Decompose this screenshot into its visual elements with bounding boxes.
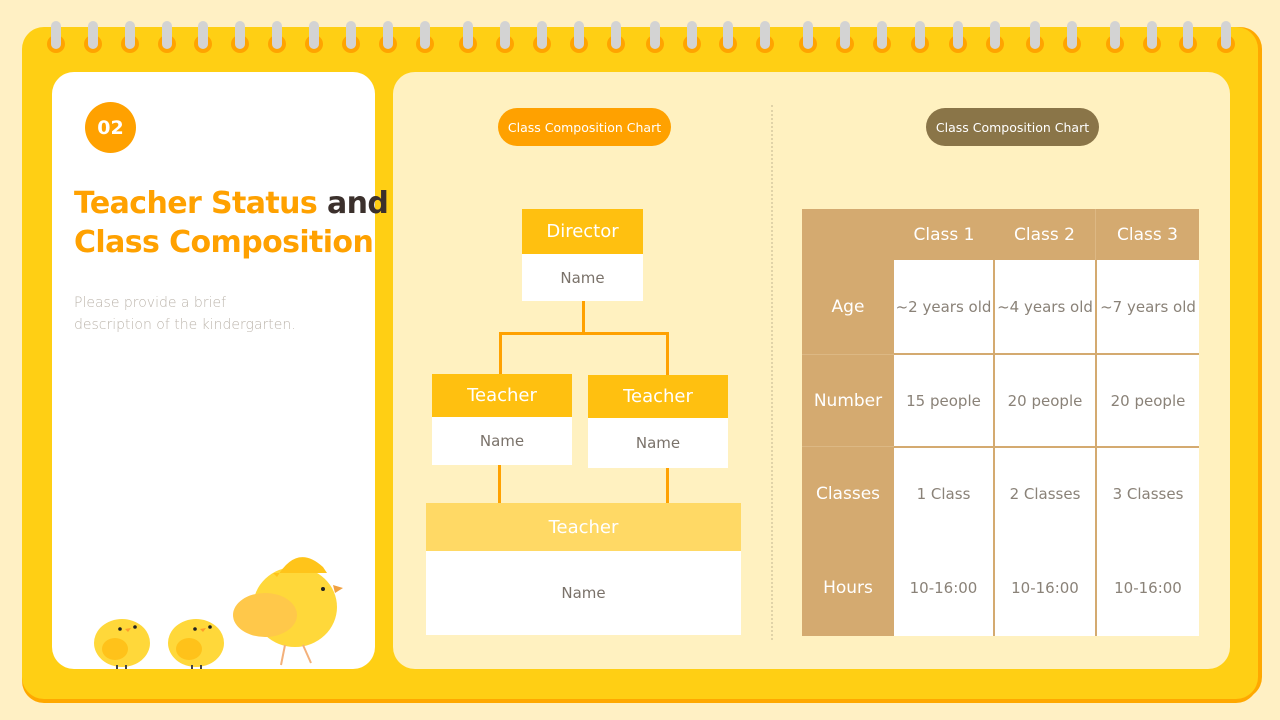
panel-divider [771,105,773,640]
spiral-ring-icon [1063,21,1081,55]
small-chick-icon-2 [168,619,224,669]
description-line-2: description of the kindergarten. [74,317,296,333]
teacher-left-box: Teacher Name [432,374,572,465]
class-composition-table: Class 1 Class 2 Class 3 Age Number Class… [802,209,1199,636]
spiral-ring-icon [1179,21,1197,55]
table-cell: 10-16:00 [995,540,1095,636]
connector-line [498,465,501,503]
table-cell: 10-16:00 [1097,540,1199,636]
row-header: Hours [823,578,873,598]
connector-line [499,332,502,374]
spiral-ring-icon [47,21,65,55]
spiral-ring-icon [496,21,514,55]
table-cell: 2 Classes [995,448,1095,540]
connector-line [666,467,669,503]
column-header: Class 1 [913,224,975,245]
small-chick-icon [94,619,150,669]
teacher-left-role: Teacher [432,374,572,417]
table-cell: ~4 years old [995,260,1095,353]
table-cell: 20 people [995,355,1095,446]
column-header: Class 3 [1095,209,1199,260]
teacher-bottom-name: Name [426,551,741,635]
teacher-right-role: Teacher [588,375,728,418]
spiral-ring-icon [949,21,967,55]
spiral-ring-icon [231,21,249,55]
spiral-ring-icon [719,21,737,55]
director-role: Director [522,209,643,254]
class-table-pill: Class Composition Chart [926,108,1099,146]
spiral-ring-icon [683,21,701,55]
table-cell: 3 Classes [1097,448,1199,540]
spiral-ring-icon [570,21,588,55]
teacher-right-name: Name [588,418,728,468]
teacher-bottom-role: Teacher [426,503,741,551]
spiral-ring-icon [194,21,212,55]
spiral-ring-icon [911,21,929,55]
section-number-badge: 02 [85,102,136,153]
spiral-ring-icon [379,21,397,55]
title-part-3: Class Composition [74,225,374,260]
table-cell: ~7 years old [1097,260,1199,353]
description: Please provide a brief description of th… [74,292,334,336]
teacher-left-name: Name [432,417,572,465]
title-part-1: Teacher Status [74,186,318,221]
table-cell: ~2 years old [894,260,993,353]
connector-line [666,332,669,376]
spiral-ring-icon [268,21,286,55]
row-header: Number [802,354,894,446]
director-box: Director Name [522,209,643,301]
spiral-ring-icon [533,21,551,55]
connector-line [499,332,669,335]
teacher-bottom-box: Teacher Name [426,503,741,635]
spiral-ring-icon [799,21,817,55]
table-cell: 10-16:00 [894,540,993,636]
spiral-ring-icon [1026,21,1044,55]
spiral-ring-icon [607,21,625,55]
connector-line [582,300,585,334]
column-header: Class 2 [1014,224,1075,245]
spiral-ring-icon [646,21,664,55]
spiral-ring-icon [1143,21,1161,55]
org-chart-pill: Class Composition Chart [498,108,671,146]
table-cell: 15 people [894,355,993,446]
spiral-ring-icon [121,21,139,55]
spiral-ring-icon [305,21,323,55]
row-header: Classes [802,446,894,540]
spiral-ring-icon [416,21,434,55]
spiral-ring-icon [836,21,854,55]
spiral-ring-icon [986,21,1004,55]
spiral-ring-icon [1217,21,1235,55]
description-line-1: Please provide a brief [74,295,227,311]
spiral-ring-icon [1106,21,1124,55]
teacher-right-box: Teacher Name [588,375,728,468]
page-title: Teacher Status and Class Composition [74,184,389,262]
spiral-ring-icon [756,21,774,55]
table-cell: 1 Class [894,448,993,540]
director-name: Name [522,254,643,301]
spiral-ring-icon [84,21,102,55]
table-cell: 20 people [1097,355,1199,446]
spiral-ring-icon [342,21,360,55]
big-chick-with-hat-icon [233,557,343,666]
spiral-ring-icon [459,21,477,55]
spiral-ring-icon [873,21,891,55]
row-header: Age [831,297,865,317]
chicks-illustration [94,557,343,669]
title-part-2: and [327,186,389,221]
spiral-ring-icon [158,21,176,55]
